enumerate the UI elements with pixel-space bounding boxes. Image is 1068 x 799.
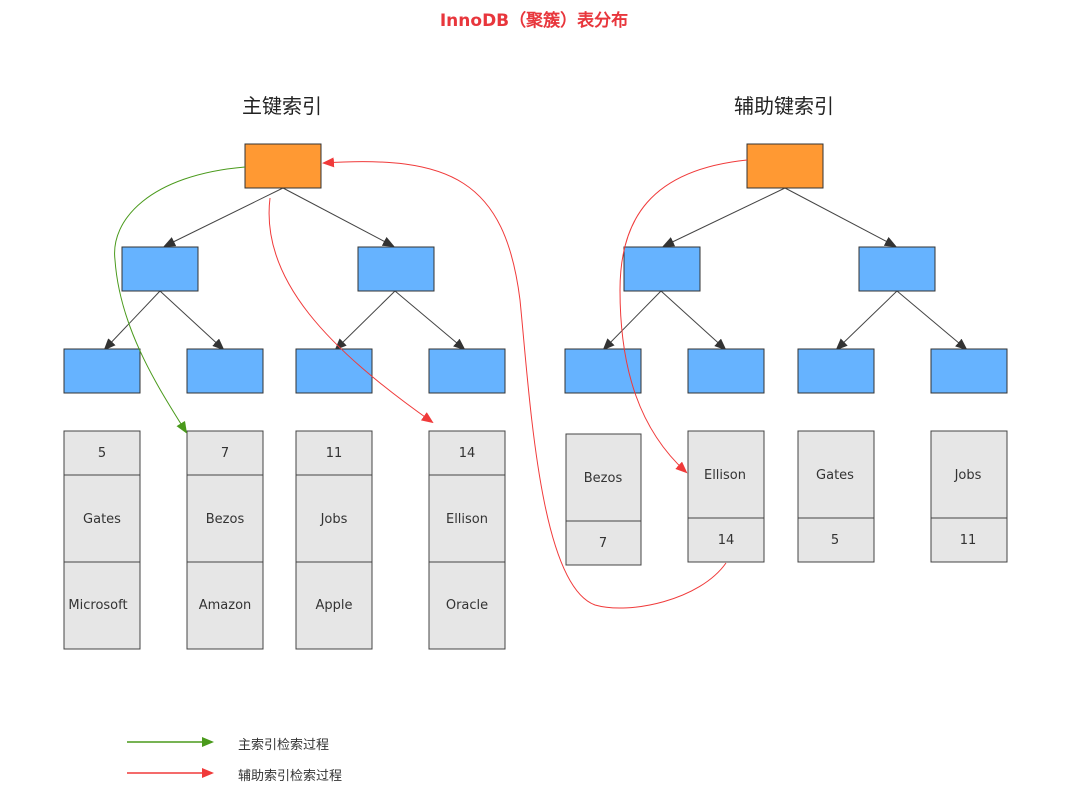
leaf-id: 14 xyxy=(459,446,476,461)
primary-edge xyxy=(159,290,225,351)
leaf-name: Jobs xyxy=(320,512,348,527)
leaf-id: 11 xyxy=(326,446,343,461)
leaf-cell xyxy=(63,430,141,476)
leaf-cell xyxy=(63,561,141,650)
leaf-cell xyxy=(63,474,141,563)
page-title: InnoDB（聚簇）表分布 xyxy=(439,11,629,31)
leaf-name: Ellison xyxy=(704,468,746,483)
primary-edge xyxy=(163,187,284,247)
secondary-internal-node xyxy=(564,348,642,394)
primary-internal-node xyxy=(186,348,264,394)
leaf-name: Gates xyxy=(816,468,854,483)
primary-internal-node xyxy=(357,246,435,292)
primary-internal-node xyxy=(63,348,141,394)
leaf-company: Apple xyxy=(315,598,352,613)
leaf-cell xyxy=(186,430,264,476)
primary-edge xyxy=(394,290,466,351)
secondary-leaf-ellison: Ellison 14 xyxy=(687,430,765,563)
legend-primary-label: 主索引检索过程 xyxy=(238,738,330,753)
legend-secondary-label: 辅助索引检索过程 xyxy=(238,769,343,784)
leaf-cell xyxy=(295,430,373,476)
leaf-company: Microsoft xyxy=(68,598,127,613)
leaf-cell xyxy=(930,517,1008,563)
leaf-cell xyxy=(295,474,373,563)
leaf-name: Ellison xyxy=(446,512,488,527)
leaf-cell xyxy=(687,430,765,519)
leaf-cell xyxy=(186,561,264,650)
primary-edge xyxy=(334,290,396,351)
leaf-id: 5 xyxy=(831,533,839,548)
primary-root-node xyxy=(244,143,322,189)
primary-tree-edges xyxy=(103,187,466,351)
leaf-cell xyxy=(428,561,506,650)
secondary-root-node xyxy=(746,143,824,189)
leaf-cell xyxy=(295,561,373,650)
primary-edge xyxy=(103,290,161,351)
primary-leaf-14: 14 Ellison Oracle xyxy=(428,430,506,650)
secondary-edge xyxy=(660,290,727,351)
secondary-internal-node xyxy=(930,348,1008,394)
leaf-id: 14 xyxy=(718,533,735,548)
primary-lookup-path xyxy=(268,197,434,424)
primary-leaf-7: 7 Bezos Amazon xyxy=(186,430,264,650)
leaf-name: Bezos xyxy=(584,471,623,486)
primary-internal-node xyxy=(121,246,199,292)
secondary-edge xyxy=(784,187,897,247)
secondary-internal-node xyxy=(623,246,701,292)
leaf-name: Bezos xyxy=(206,512,245,527)
primary-internal-node xyxy=(295,348,373,394)
secondary-edge xyxy=(662,187,786,247)
primary-search-path xyxy=(114,166,246,434)
leaf-name: Gates xyxy=(83,512,121,527)
leaf-cell xyxy=(797,430,875,519)
leaf-id: 7 xyxy=(599,536,607,551)
leaf-cell xyxy=(930,430,1008,519)
leaf-company: Amazon xyxy=(199,598,252,613)
leaf-cell xyxy=(186,474,264,563)
secondary-leaf-jobs: Jobs 11 xyxy=(930,430,1008,563)
secondary-internal-node xyxy=(797,348,875,394)
secondary-search-path xyxy=(619,159,748,474)
secondary-edge xyxy=(896,290,968,351)
primary-leaf-5: 5 Gates Microsoft xyxy=(63,430,141,650)
leaf-id: 11 xyxy=(960,533,977,548)
primary-leaf-11: 11 Jobs Apple xyxy=(295,430,373,650)
primary-index-title: 主键索引 xyxy=(242,94,322,118)
secondary-internal-node xyxy=(858,246,936,292)
leaf-id: 7 xyxy=(221,446,229,461)
leaf-cell xyxy=(428,430,506,476)
secondary-leaf-bezos: Bezos 7 xyxy=(565,433,642,566)
leaf-cell xyxy=(687,517,765,563)
secondary-edge xyxy=(602,290,662,351)
primary-internal-node xyxy=(428,348,506,394)
leaf-cell xyxy=(428,474,506,563)
secondary-internal-node xyxy=(687,348,765,394)
primary-edge xyxy=(282,187,395,247)
secondary-tree-edges xyxy=(602,187,968,351)
leaf-cell xyxy=(797,517,875,563)
secondary-leaf-gates: Gates 5 xyxy=(797,430,875,563)
back-to-primary-path xyxy=(322,157,727,609)
leaf-company: Oracle xyxy=(446,598,488,613)
leaf-id: 5 xyxy=(98,446,106,461)
secondary-edge xyxy=(835,290,898,351)
leaf-cell xyxy=(565,520,642,566)
leaf-cell xyxy=(565,433,642,522)
leaf-name: Jobs xyxy=(954,468,982,483)
secondary-index-title: 辅助键索引 xyxy=(734,94,834,118)
